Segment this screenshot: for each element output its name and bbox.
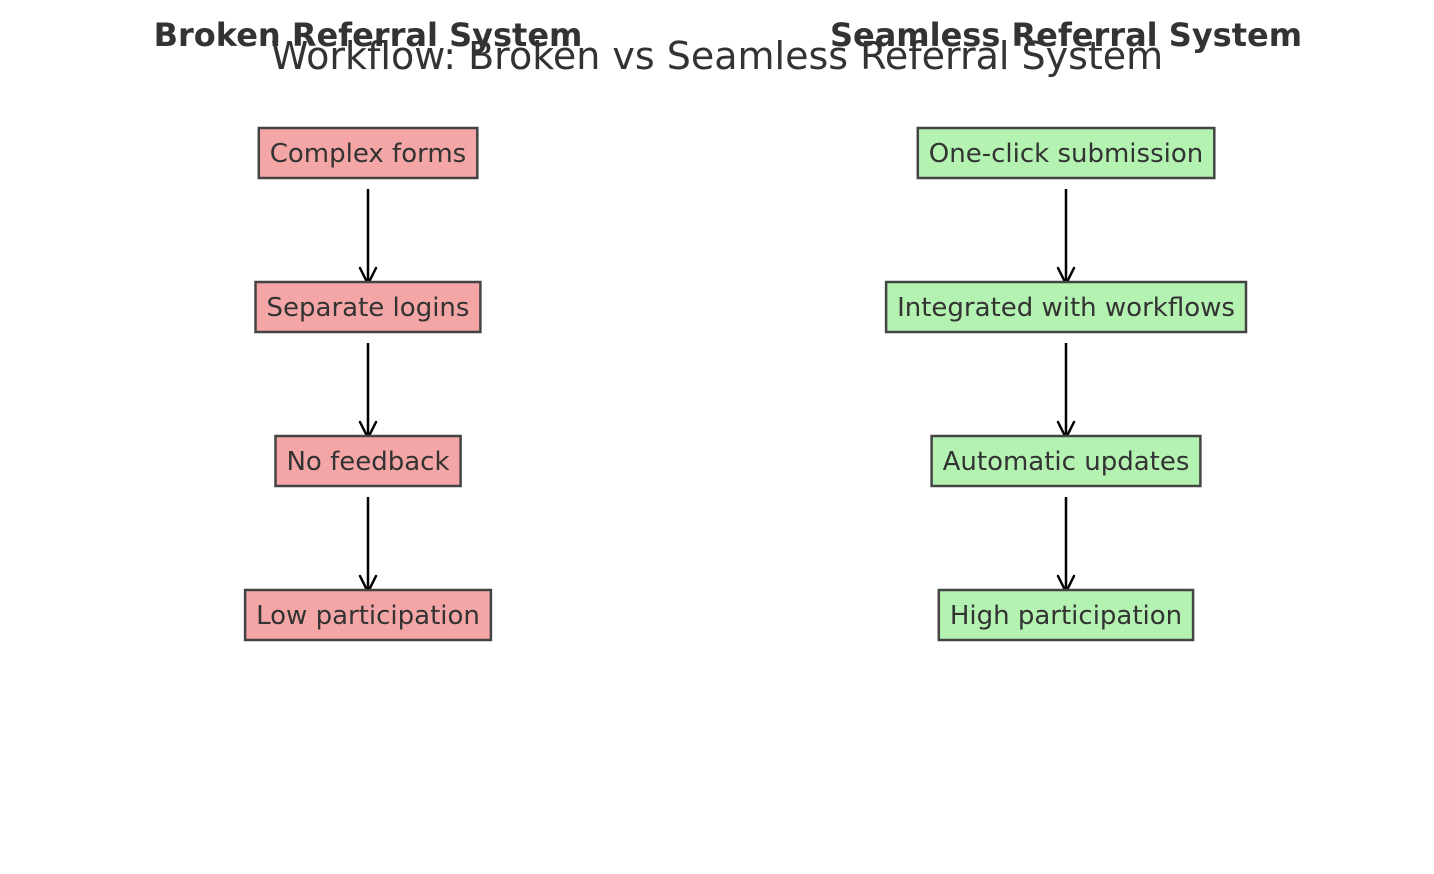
node-label: No feedback [286, 447, 449, 477]
node-box-seamless-4 [937, 588, 1195, 642]
node-box-seamless-1 [916, 126, 1216, 180]
node-box-broken-3 [274, 434, 462, 488]
node-box-broken-2 [254, 280, 482, 334]
node-label: High participation [950, 601, 1182, 631]
node-label: Low participation [256, 601, 480, 631]
column-title-broken: Broken Referral System [154, 16, 583, 54]
diagram-title: Workflow: Broken vs Seamless Referral Sy… [271, 34, 1163, 78]
node-label: Automatic updates [943, 447, 1190, 477]
node-box-seamless-2 [884, 280, 1248, 334]
node-box-broken-1 [257, 126, 479, 180]
node-label: One-click submission [929, 139, 1203, 169]
node-label: Complex forms [270, 139, 466, 169]
node-box-broken-4 [243, 588, 493, 642]
node-box-seamless-3 [930, 434, 1202, 488]
node-label: Separate logins [267, 293, 470, 323]
node-label: Integrated with workflows [897, 293, 1235, 323]
column-title-seamless: Seamless Referral System [830, 16, 1302, 54]
